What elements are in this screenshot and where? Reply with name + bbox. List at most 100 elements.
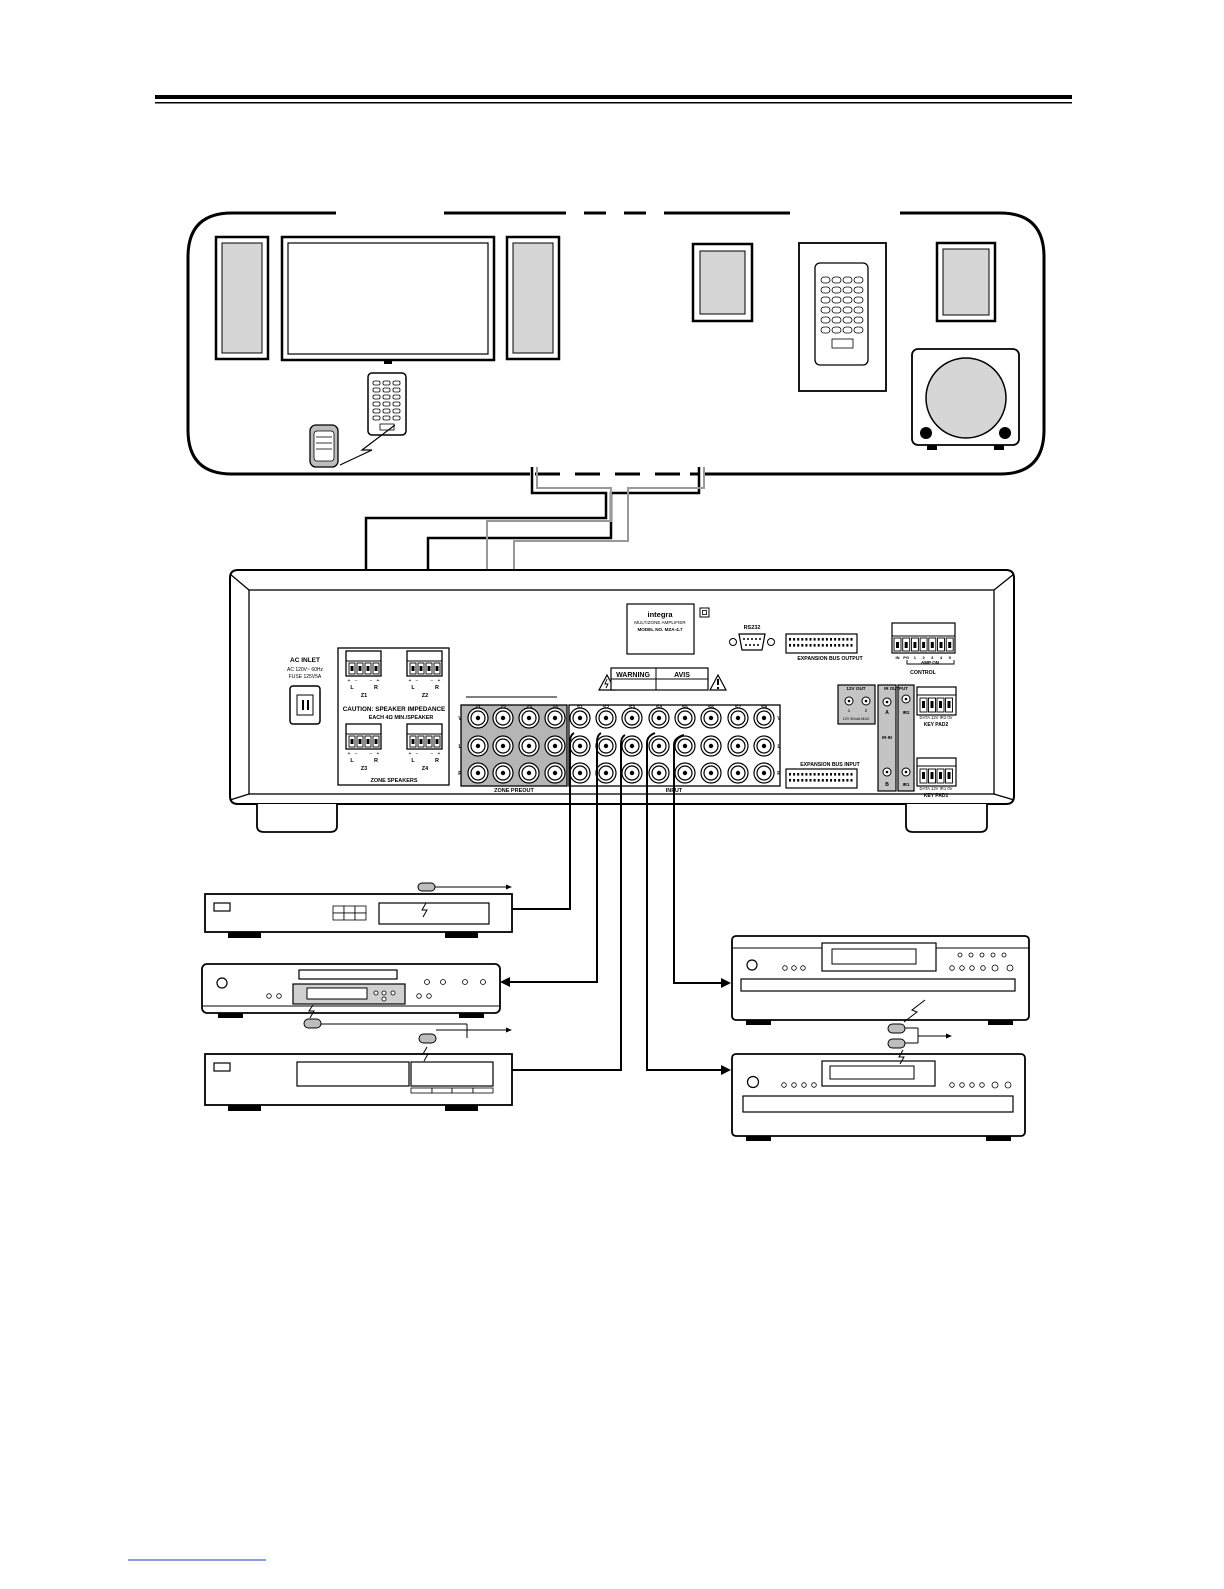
polarity-minus-label: − (416, 678, 419, 684)
input-jack-s5-l[interactable] (674, 735, 696, 757)
polarity-plus-label: + (409, 678, 412, 684)
keypad1-terminal[interactable] (916, 757, 957, 787)
input-jack-s3-l[interactable] (621, 735, 643, 757)
source-component-cd-player (201, 963, 501, 1018)
ir-signal-zigzag (339, 424, 396, 466)
input-jack-s2-r[interactable] (595, 762, 617, 784)
television (280, 235, 496, 364)
input-jack-s6-v[interactable] (700, 707, 722, 729)
v12-ch1: 1 (848, 708, 851, 713)
input-jack-s6-r[interactable] (700, 762, 722, 784)
input-jack-s7-l[interactable] (727, 735, 749, 757)
zone-preout-jack-z2-r[interactable] (492, 762, 514, 784)
subwoofer (911, 348, 1020, 450)
control-pin-label: PG (903, 655, 909, 660)
input-jack-s7-r[interactable] (727, 762, 749, 784)
zone-preout-jack-z1-r[interactable] (467, 762, 489, 784)
input-jack-s3-v[interactable] (621, 707, 643, 729)
control-pin-label: 1 (914, 655, 917, 660)
ac-inlet-socket[interactable] (289, 685, 321, 725)
row-label: L (458, 744, 461, 750)
ir-emitter (418, 1027, 512, 1062)
zone-speaker-terminal-z2[interactable] (406, 650, 443, 677)
input-jack-s1-l[interactable] (569, 735, 591, 757)
input-jack-s8-l[interactable] (753, 735, 775, 757)
ir-panel (877, 684, 915, 792)
source-component-dvd-changer-1 (731, 935, 1030, 1025)
source-component-dvd-changer-2 (731, 1053, 1026, 1141)
expansion-bus-input-port[interactable] (785, 768, 858, 789)
polarity-minus-label: − (355, 678, 358, 684)
ir-emitter (417, 882, 512, 918)
row-label: R (458, 771, 462, 777)
input-jack-s6-l[interactable] (700, 735, 722, 757)
avis-text: AVIS (674, 672, 690, 679)
control-pin-label: 3 (931, 655, 934, 660)
input-jack-s2-l[interactable] (595, 735, 617, 757)
polarity-minus-label: − (370, 678, 373, 684)
zone-preout-jack-z2-v[interactable] (492, 707, 514, 729)
ir-output-a: A (885, 710, 889, 716)
zone-speaker-terminal-z4[interactable] (406, 723, 443, 750)
polarity-plus-label: + (377, 751, 380, 757)
input-jack-s8-r[interactable] (753, 762, 775, 784)
input-jack-s5-v[interactable] (674, 707, 696, 729)
input-jack-s2-v[interactable] (595, 707, 617, 729)
warning-text: WARNING (616, 672, 650, 679)
polarity-minus-label: − (431, 751, 434, 757)
control-terminal[interactable] (891, 622, 956, 654)
expansion-bus-output-label: EXPANSION BUS OUTPUT (797, 656, 863, 662)
channel-left-label: L (350, 758, 354, 764)
zone-speaker-terminal-z1[interactable] (345, 650, 382, 677)
input-jack-s4-r[interactable] (648, 762, 670, 784)
zone-preout-jack-z3-l[interactable] (518, 735, 540, 757)
zone-preout-jack-z1-l[interactable] (467, 735, 489, 757)
ir2-label: IR2 (903, 710, 910, 715)
zone-preout-jack-z4-r[interactable] (544, 762, 566, 784)
source-cable-s3 (508, 734, 626, 1071)
polarity-minus-label: − (431, 678, 434, 684)
row-label: R (777, 771, 781, 777)
front-left-speaker (214, 235, 270, 361)
rs232-label: RS232 (744, 625, 761, 631)
ir-in-label: IR-IN (882, 735, 892, 740)
source-cable-s4 (646, 732, 722, 1071)
channel-left-label: L (350, 685, 354, 691)
zone-preout-jack-z3-v[interactable] (518, 707, 540, 729)
polarity-plus-label: + (348, 678, 351, 684)
keypad1-pins: DATA 12V IR1 0V (920, 786, 953, 791)
ac-inlet-fuse: FUSE 125V5A (289, 674, 322, 680)
expansion-bus-output-port[interactable] (785, 633, 858, 654)
zone-speakers-label: ZONE SPEAKERS (370, 778, 417, 784)
input-jack-s4-l[interactable] (648, 735, 670, 757)
zone-preout-jack-z1-v[interactable] (467, 707, 489, 729)
rs232-port[interactable] (729, 633, 775, 651)
input-jack-s8-v[interactable] (753, 707, 775, 729)
v12-ch2: 2 (865, 708, 868, 713)
zone-preout-jack-z4-v[interactable] (544, 707, 566, 729)
input-jack-s4-v[interactable] (648, 707, 670, 729)
input-jack-s1-r[interactable] (569, 762, 591, 784)
polarity-plus-label: + (438, 678, 441, 684)
input-jack-s1-v[interactable] (569, 707, 591, 729)
source-cable-s1 (508, 732, 575, 910)
zone-terminal-label: Z1 (361, 693, 367, 699)
keypad1-label: KEY PAD1 (924, 793, 949, 799)
zone-preout-jack-z4-l[interactable] (544, 735, 566, 757)
keypad2-terminal[interactable] (916, 686, 957, 716)
polarity-plus-label: + (348, 751, 351, 757)
amp-on-label: AMP ON (921, 660, 939, 665)
zone-preout-jack-z3-r[interactable] (518, 762, 540, 784)
zone-speaker-terminal-z3[interactable] (345, 723, 382, 750)
zone3-speaker (935, 241, 997, 323)
input-jack-s3-r[interactable] (621, 762, 643, 784)
brand-plate (626, 603, 710, 655)
model-number: MODEL NO. MZA-4.7 (637, 627, 683, 632)
zone-terminal-label: Z3 (361, 766, 367, 772)
input-jack-s5-r[interactable] (674, 762, 696, 784)
zone-preout-jack-z2-l[interactable] (492, 735, 514, 757)
channel-left-label: L (411, 758, 415, 764)
input-jack-s7-v[interactable] (727, 707, 749, 729)
ir1-label: IR1 (903, 782, 910, 787)
